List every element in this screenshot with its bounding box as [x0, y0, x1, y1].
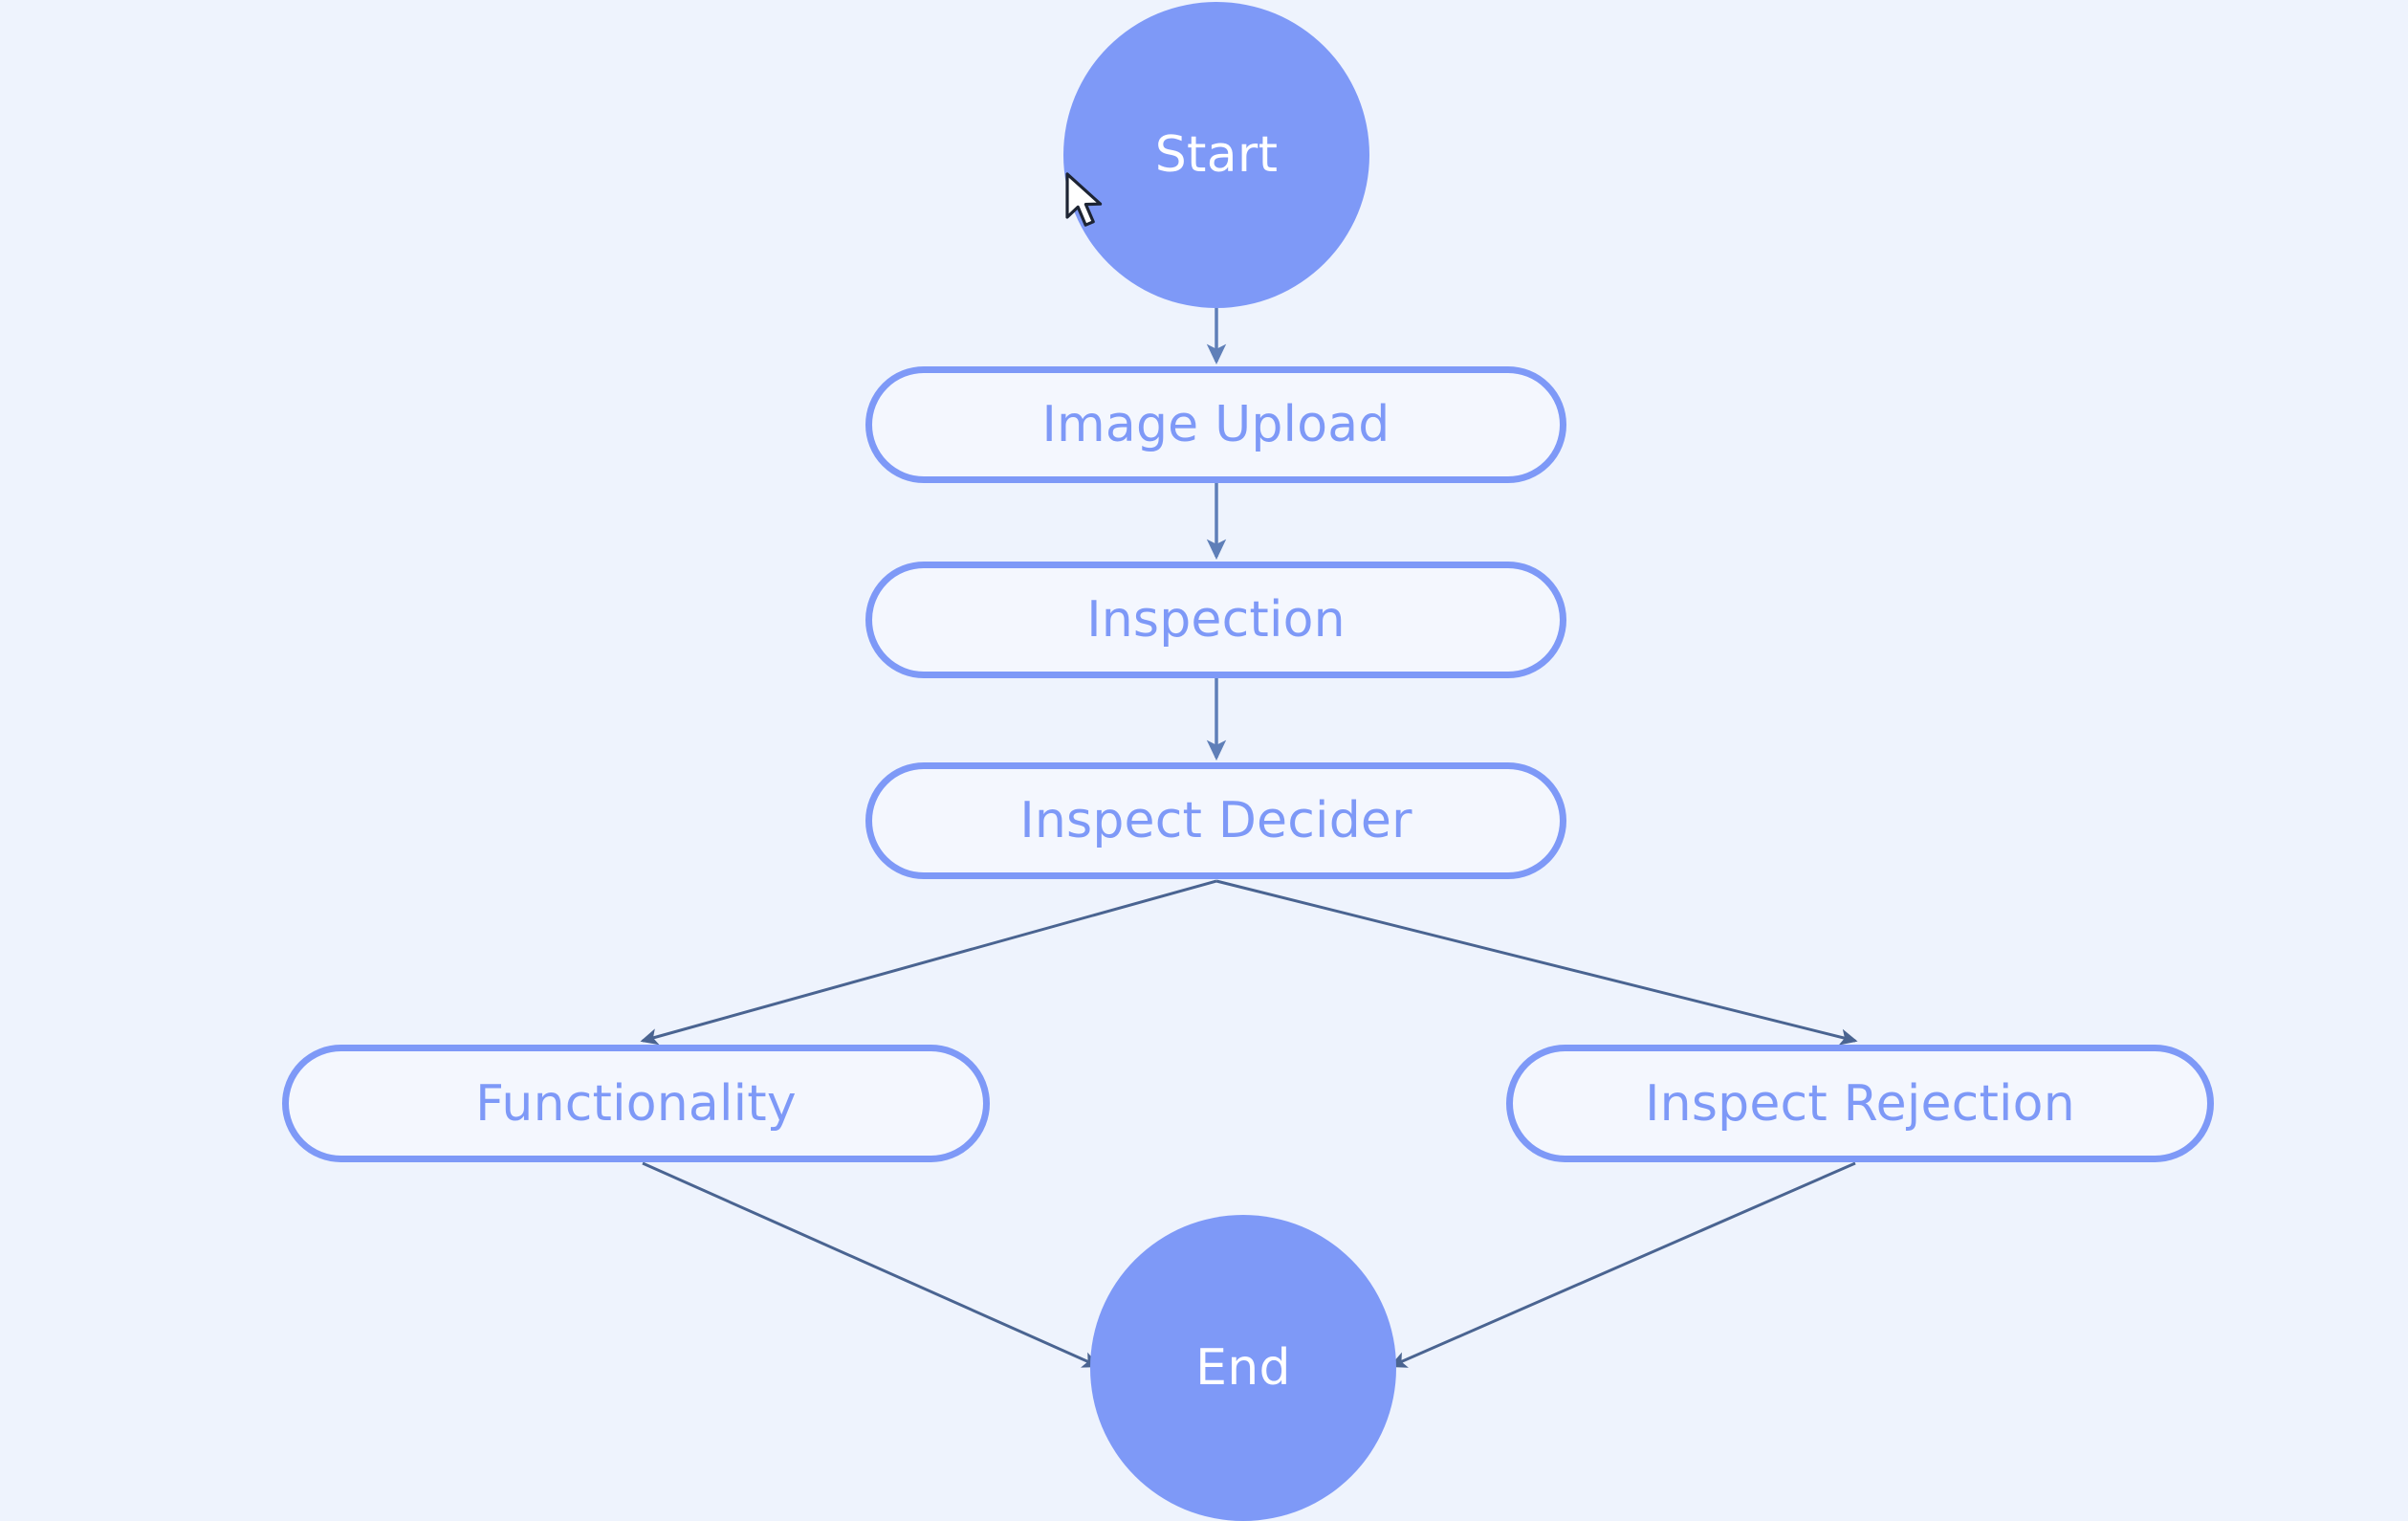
node-functionality[interactable]: Functionality — [282, 1045, 990, 1162]
node-functionality-label: Functionality — [475, 1074, 797, 1133]
node-end-label: End — [1195, 1339, 1291, 1397]
node-start[interactable]: Start — [1063, 2, 1369, 308]
node-inspection-label: Inspection — [1086, 591, 1346, 649]
node-inspect-decider[interactable]: Inspect Decider — [865, 762, 1566, 879]
node-inspection[interactable]: Inspection — [865, 562, 1566, 678]
edge-decider-to-inspect-rejection — [1215, 879, 1858, 1046]
node-end[interactable]: End — [1090, 1215, 1396, 1521]
node-inspect-decider-label: Inspect Decider — [1019, 792, 1412, 849]
edge-decider-to-functionality — [640, 879, 1217, 1046]
node-inspect-rejection-label: Inspect Rejection — [1645, 1074, 2075, 1133]
edge-inspect-rejection-to-end — [1389, 1161, 1856, 1368]
edge-functionality-to-end — [642, 1161, 1101, 1368]
node-start-label: Start — [1154, 126, 1279, 184]
node-image-upload[interactable]: Image Upload — [865, 366, 1566, 483]
node-inspect-rejection[interactable]: Inspect Rejection — [1506, 1045, 2214, 1162]
node-image-upload-label: Image Upload — [1041, 396, 1390, 453]
